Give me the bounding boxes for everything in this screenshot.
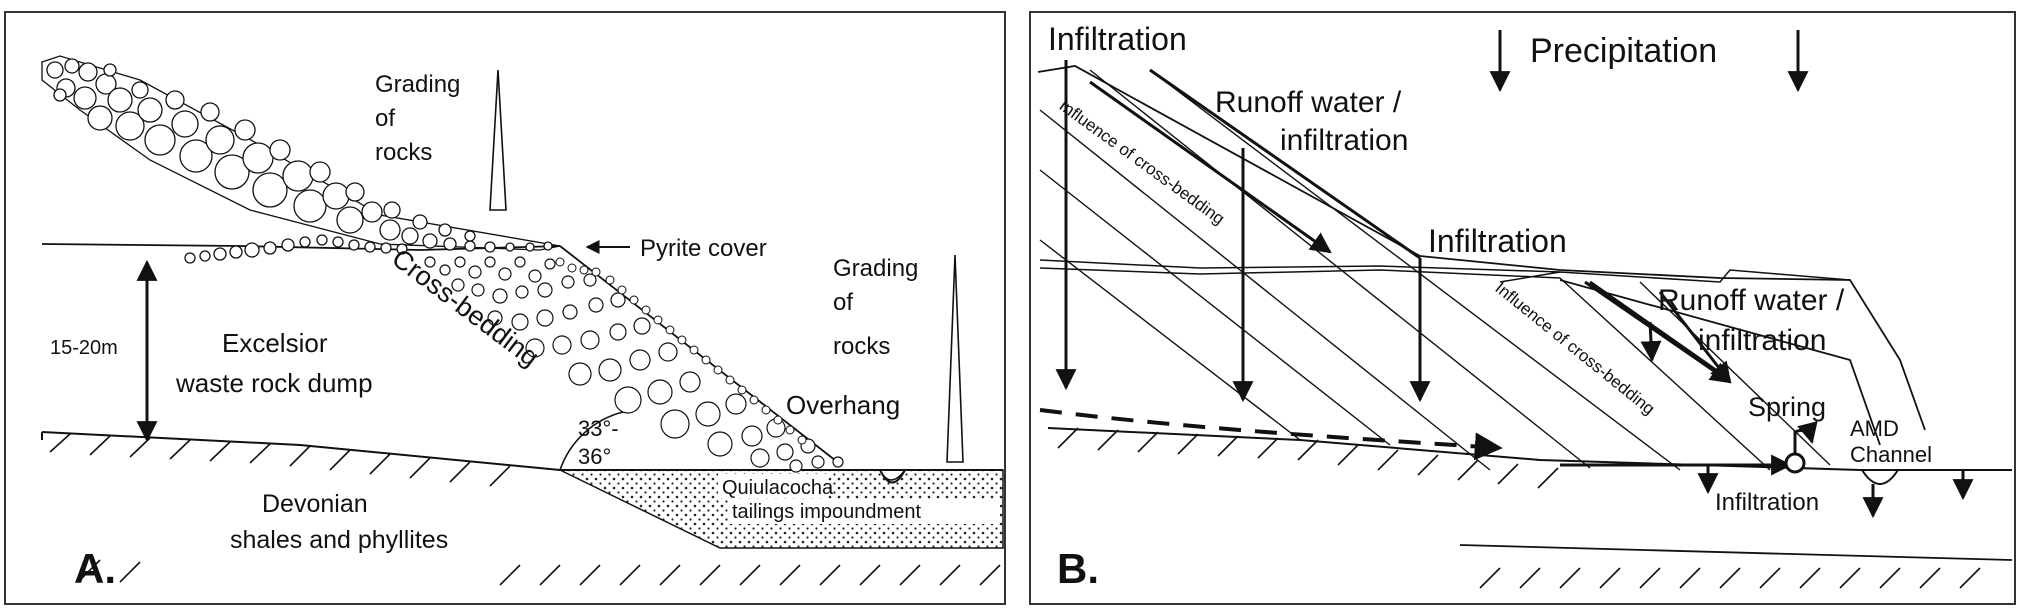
bedrock-line1: Devonian xyxy=(262,490,368,518)
grading-right-line1: Grading xyxy=(833,255,918,282)
dump-name-line1: Excelsior xyxy=(222,328,328,358)
panel-b-label: B. xyxy=(1057,545,1099,592)
infiltration-topleft-label: Infiltration xyxy=(1048,21,1187,57)
overhang-label: Overhang xyxy=(786,390,900,420)
runoff-arrow-lower xyxy=(1658,291,1732,384)
impoundment-notch xyxy=(879,469,906,484)
dump-profile-b xyxy=(1037,65,1926,431)
grading-top-line3: rocks xyxy=(375,139,432,166)
grading-triangle-top xyxy=(489,69,507,211)
spring-icon xyxy=(1784,452,1806,474)
impoundment-label-bg-1 xyxy=(718,474,828,498)
cross-bedding-lines-b xyxy=(1039,69,1831,471)
cross-bedding-flow-arrow-upper xyxy=(1089,80,1332,254)
amd-channel-line1: AMD xyxy=(1850,416,1899,441)
slope-shelf-b xyxy=(1499,269,1851,283)
impoundment-line1: Quiulacocha xyxy=(722,477,834,499)
grading-top-line2: of xyxy=(375,105,395,132)
boulder-band-upper xyxy=(41,55,561,253)
panel-a: Grading of rocks Pyrite cover Grading of… xyxy=(4,11,1006,605)
water-table-dashed-arrow xyxy=(1039,408,1503,461)
bedrock-line2: shales and phyllites xyxy=(230,526,448,554)
runoff-upper-line1: Runoff water / xyxy=(1215,86,1402,119)
thickness-label: 15-20m xyxy=(50,337,118,359)
panel-b-frame xyxy=(1029,11,2016,605)
spring-flow-arrow xyxy=(1793,421,1818,454)
runoff-flow-line-lower xyxy=(1589,280,1731,382)
angle-arc xyxy=(559,411,624,471)
lower-ground-line-b xyxy=(1459,544,2013,561)
grading-right-line3: rocks xyxy=(833,333,890,360)
fine-gravel-band xyxy=(555,257,807,445)
grading-right-line2: of xyxy=(833,289,853,316)
runoff-flow-line-upper xyxy=(1149,68,1421,260)
precipitation-label: Precipitation xyxy=(1530,32,1717,70)
lower-slope-b xyxy=(1559,279,1881,446)
pyrite-cover-label: Pyrite cover xyxy=(640,235,767,262)
amd-channel-line2: Channel xyxy=(1850,442,1932,467)
infiltration-mid-label: Infiltration xyxy=(1428,223,1567,259)
infiltration-bottom-label: Infiltration xyxy=(1715,489,1819,516)
amd-channel-notch xyxy=(1861,469,1899,485)
panel-a-label: A. xyxy=(74,545,116,592)
impoundment-label-bg-2 xyxy=(728,500,1000,524)
runoff-upper-line2: infiltration xyxy=(1280,124,1408,157)
panel-b: Infiltration Precipitation Runoff water … xyxy=(1029,11,2016,605)
pyrite-cover-line-b2 xyxy=(1039,267,1561,279)
dump-name-line2: waste rock dump xyxy=(175,368,373,398)
boulder-band-lower-left xyxy=(184,234,408,264)
impoundment-line2: tailings impoundment xyxy=(732,501,921,523)
ground-surface-b xyxy=(1047,427,2012,471)
angle-line1: 33°- xyxy=(578,416,619,441)
runoff-down-arrow-lower xyxy=(1640,321,1662,363)
pyrite-cover-line-b xyxy=(1039,259,1561,273)
spring-label: Spring xyxy=(1748,392,1826,422)
grading-top-line1: Grading xyxy=(375,71,460,98)
runoff-lower-line1: Runoff water / xyxy=(1658,284,1845,317)
bedrock-hatching-b xyxy=(1057,427,1981,589)
angle-line2: 36° xyxy=(578,444,611,469)
grading-triangle-right xyxy=(946,254,964,463)
runoff-lower-line2: infiltration xyxy=(1698,324,1826,357)
bedrock-hatching-a xyxy=(49,433,1001,586)
